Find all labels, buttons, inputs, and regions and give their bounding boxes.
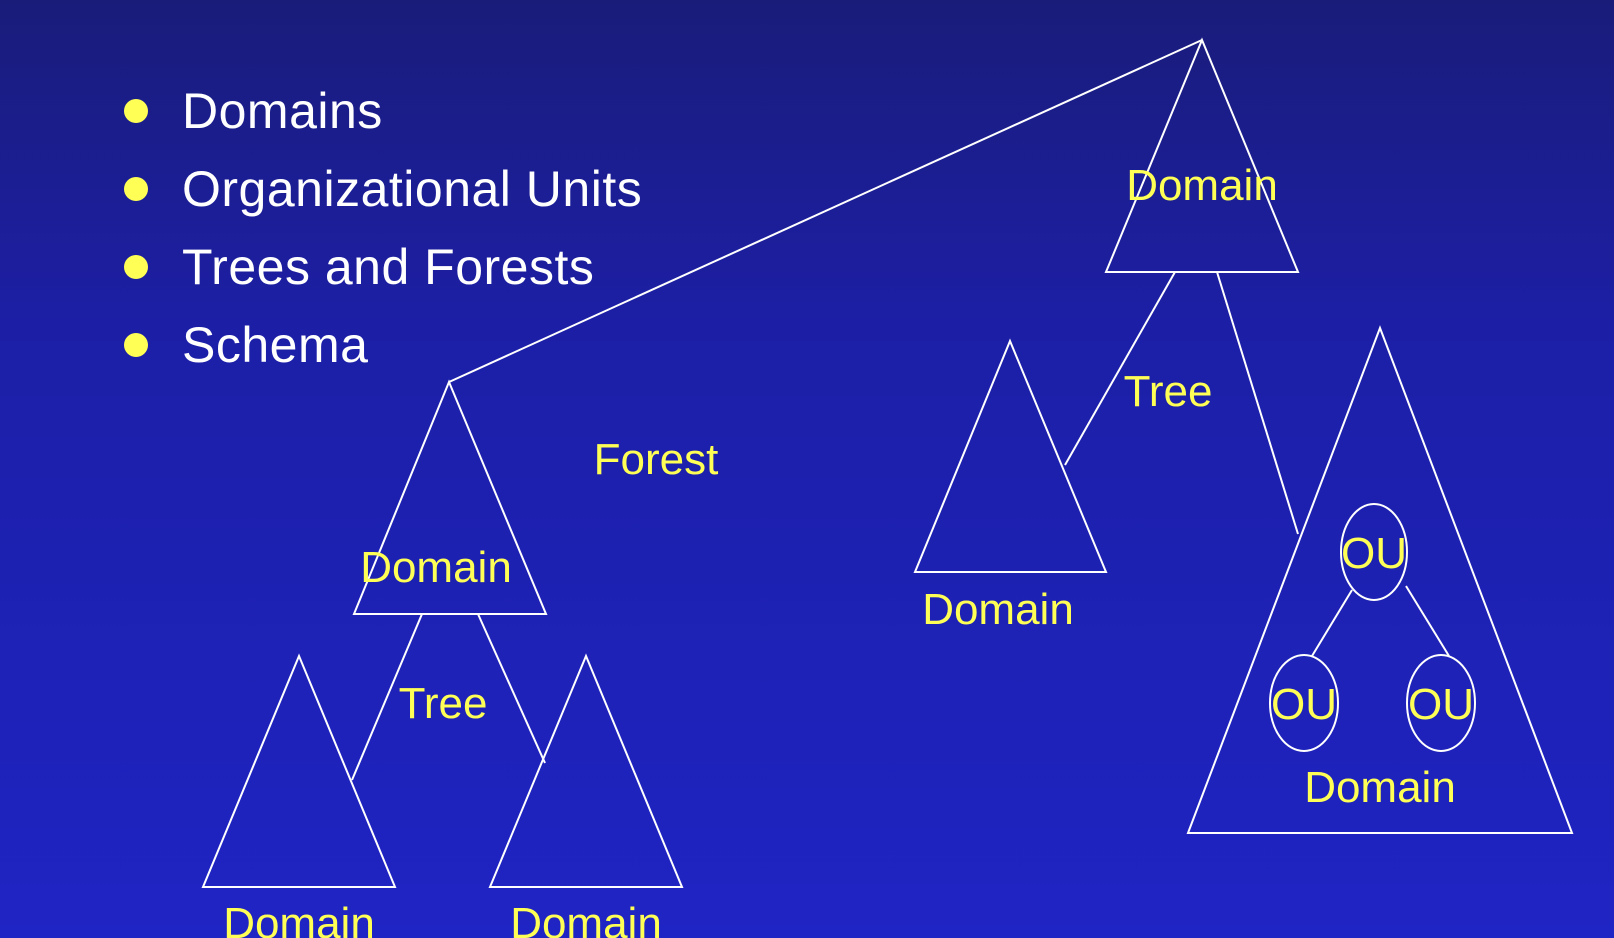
left-root-domain-triangle xyxy=(352,379,548,615)
bullet-dot-icon xyxy=(124,99,148,123)
right-child-domain-label-1: Domain xyxy=(922,585,1074,634)
ou-link-left xyxy=(1311,589,1353,657)
right-tree-link-left xyxy=(1064,271,1176,466)
bullet-item-schema: Schema xyxy=(120,306,642,384)
ou-left-ellipse xyxy=(1269,654,1339,752)
left-child-domain-label-2: Domain xyxy=(510,899,662,938)
left-tree-label: Tree xyxy=(399,679,488,728)
ou-top-ellipse xyxy=(1340,503,1408,601)
bullet-item-trees-and-forests: Trees and Forests xyxy=(120,228,642,306)
bullet-item-domains: Domains xyxy=(120,72,642,150)
bullet-text: Domains xyxy=(182,83,383,139)
right-child-domain-triangle-2 xyxy=(1186,325,1574,834)
right-tree-label: Tree xyxy=(1124,367,1213,416)
left-root-domain-label: Domain xyxy=(360,543,512,592)
ou-link-right xyxy=(1405,585,1450,657)
ou-top-label: OU xyxy=(1341,529,1407,578)
bullet-text: Organizational Units xyxy=(182,161,643,217)
right-child-domain-label-2: Domain xyxy=(1304,763,1456,812)
bullet-dot-icon xyxy=(124,333,148,357)
topic-list: Domains Organizational Units Trees and F… xyxy=(120,72,642,384)
bullet-text: Trees and Forests xyxy=(182,239,595,295)
left-child-domain-label-1: Domain xyxy=(223,899,375,938)
left-tree-link-right xyxy=(477,613,546,764)
forest-label: Forest xyxy=(594,435,719,484)
right-root-domain-label: Domain xyxy=(1126,161,1278,210)
forest-connector-line xyxy=(448,39,1203,383)
bullet-text: Schema xyxy=(182,317,369,373)
right-tree-link-right xyxy=(1216,271,1299,535)
bullet-item-organizational-units: Organizational Units xyxy=(120,150,642,228)
ou-left-label: OU xyxy=(1271,680,1337,729)
bullet-dot-icon xyxy=(124,177,148,201)
right-root-domain-triangle xyxy=(1104,37,1300,273)
ou-right-ellipse xyxy=(1406,654,1476,752)
ou-right-label: OU xyxy=(1408,680,1474,729)
bullet-dot-icon xyxy=(124,255,148,279)
left-tree-link-left xyxy=(351,613,423,781)
left-child-domain-triangle-1 xyxy=(201,653,397,888)
right-child-domain-triangle-1 xyxy=(913,338,1108,573)
left-child-domain-triangle-2 xyxy=(488,653,684,888)
